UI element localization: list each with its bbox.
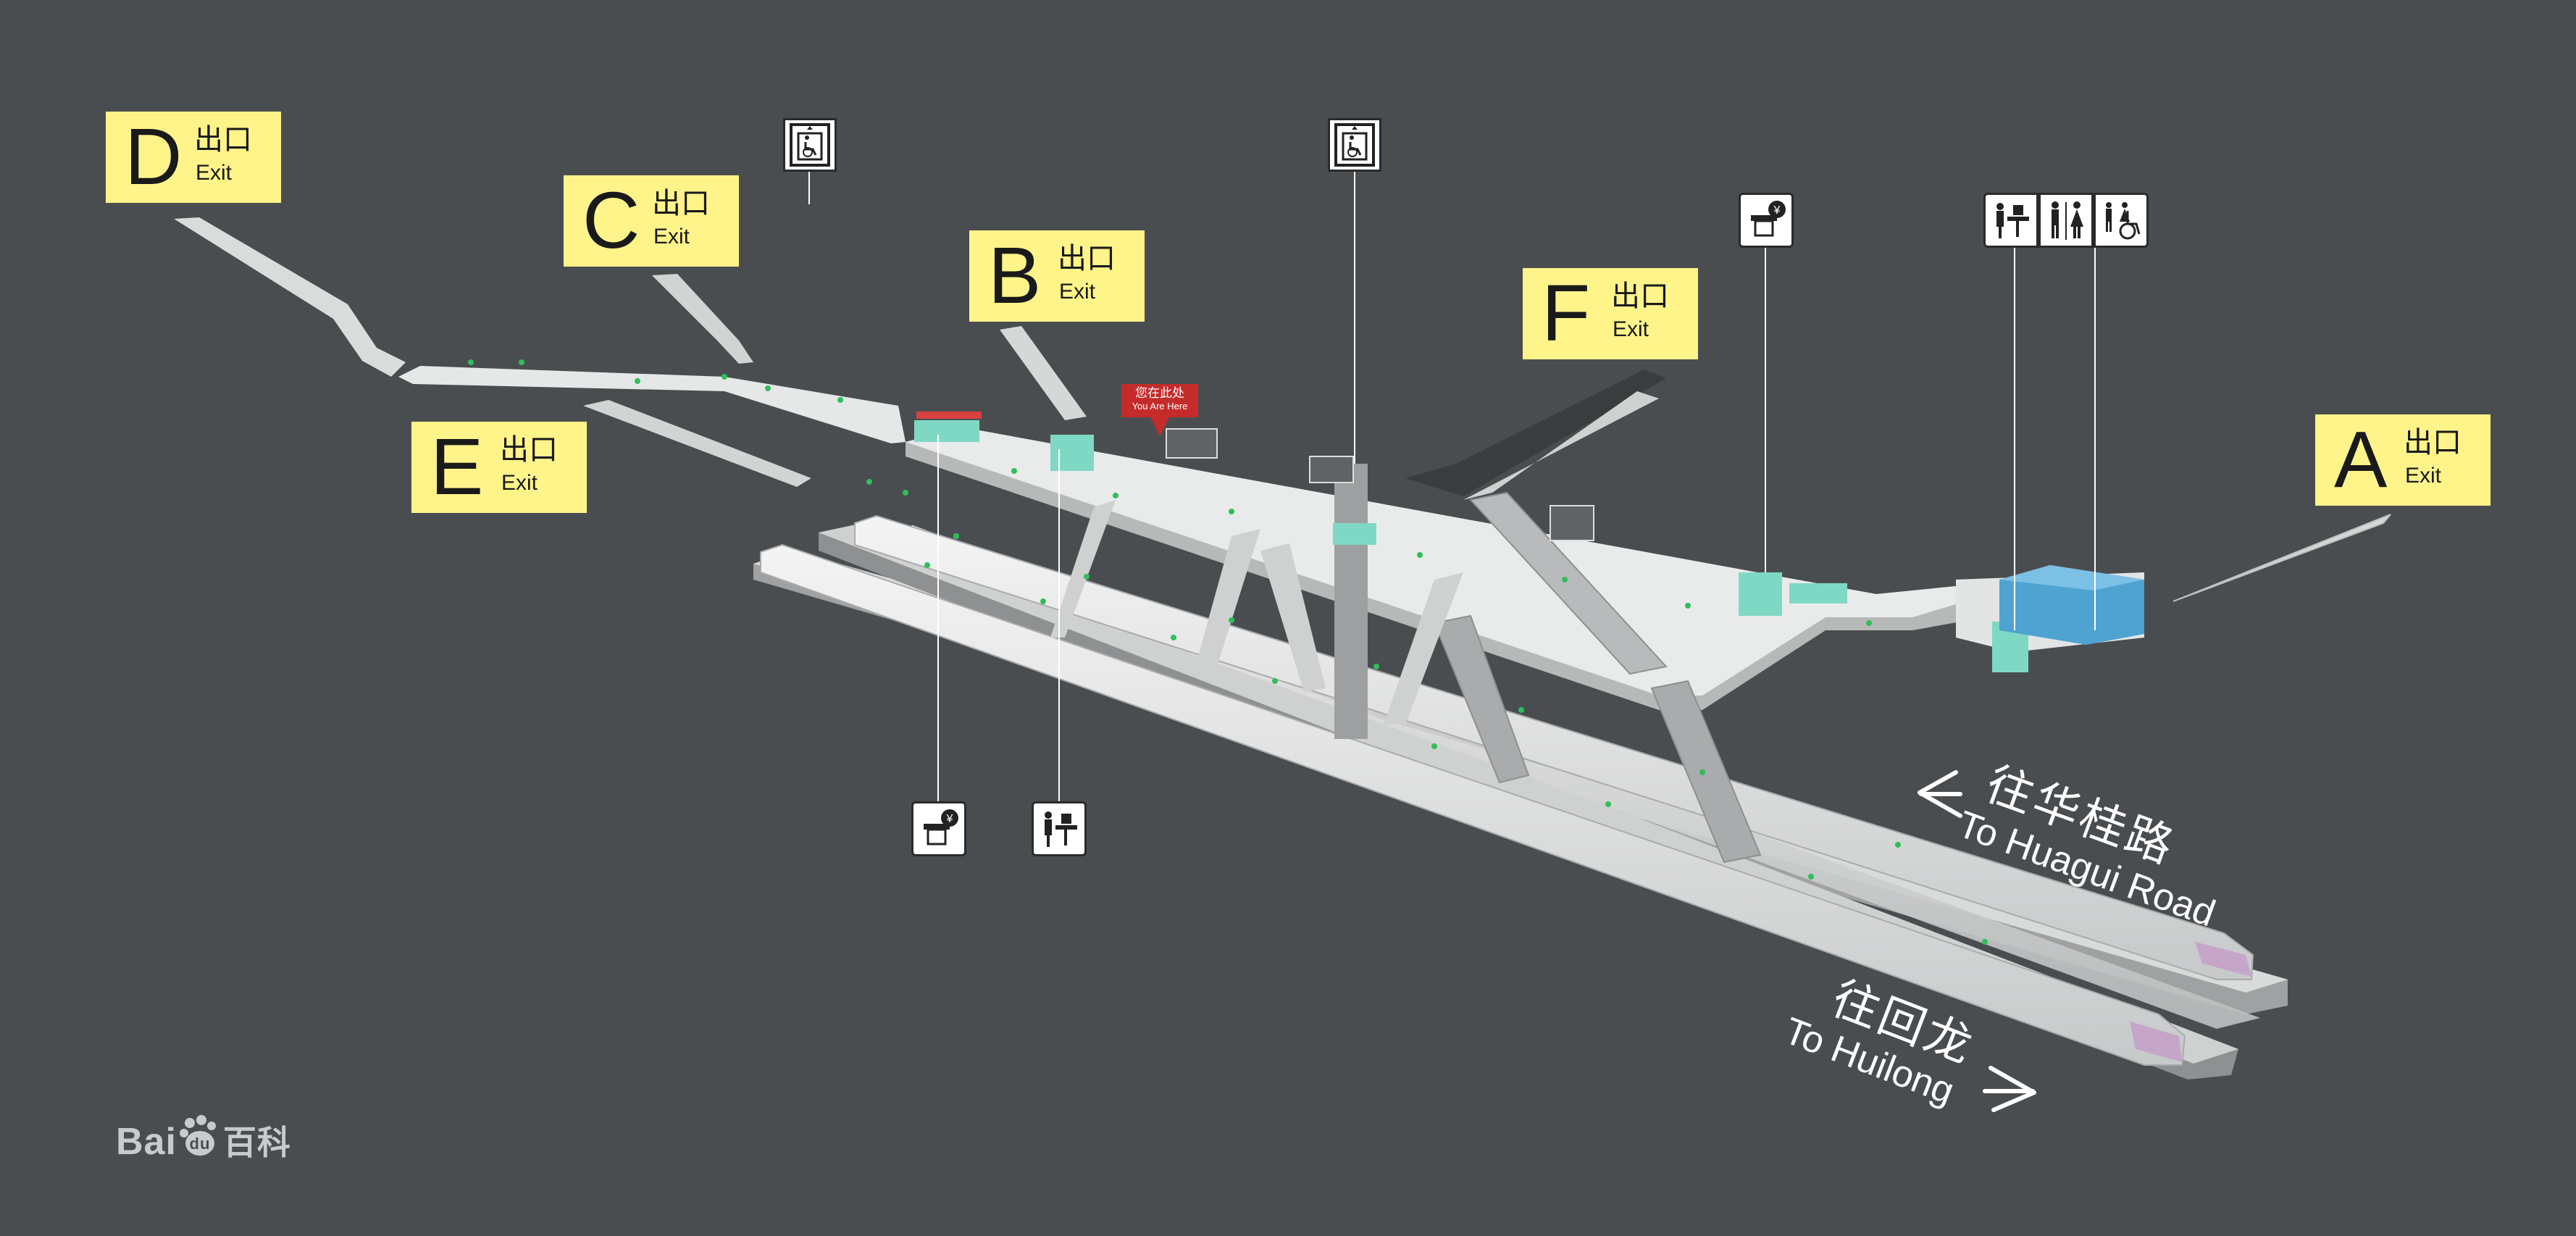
exit-label-cn: 出口 [2404,426,2462,459]
exit-label-en: Exit [1613,317,1649,341]
concourse-level [174,217,2391,864]
direction-arrow-huagui [1918,770,1962,818]
you-are-here-pointer [1150,417,1169,436]
exit-sign-a: A 出口 Exit [2315,414,2491,506]
ticket-machine-icon: ¥ [911,801,966,856]
elevator-icon [1328,118,1381,172]
fare-gates [914,420,2028,672]
exit-label-en: Exit [196,161,233,185]
service-center-icon [1032,801,1087,856]
exit-label-en: Exit [501,471,538,495]
direction-arrow-huilong [1983,1066,2036,1112]
exit-letter: D [125,112,183,201]
exit-label-en: Exit [2405,464,2442,488]
exit-sign-b: B 出口 Exit [969,230,1145,322]
leader-lines [808,170,2096,806]
ticket-machine-icon: ¥ [1739,193,1794,248]
wayfinding-arrows [468,359,1988,945]
watermark-brand-suffix: du [189,1135,210,1153]
you-are-here-cn: 您在此处 [1135,386,1184,401]
exit-letter: F [1542,269,1591,358]
toilet-icon [2038,193,2094,248]
exit-label-cn: 出口 [194,123,252,156]
exit-label-cn: 出口 [500,433,558,467]
exit-sign-c: C 出口 Exit [564,175,739,267]
exit-sign-f: F 出口 Exit [1523,268,1698,359]
exit-label-en: Exit [1059,280,1096,304]
you-are-here-marker: 您在此处 You Are Here [1121,384,1198,417]
exit-label-cn: 出口 [652,187,710,220]
train-to-huilong [760,543,2186,1066]
exit-label-en: Exit [653,225,690,249]
train-to-huagui [854,514,2254,980]
exit-label-cn: 出口 [1611,280,1669,313]
watermark-cn: 百科 [222,1123,291,1163]
exit-letter: E [430,422,484,511]
you-are-here-en: You Are Here [1132,401,1188,412]
elevator-icon [783,118,837,172]
exit-sign-e: E 出口 Exit [411,422,587,513]
service-center-icon [1983,193,2038,248]
exit-label-cn: 出口 [1058,242,1116,275]
exit-letter: C [582,176,640,265]
accessible-toilet-icon [2094,193,2149,248]
exit-letter: B [988,231,1042,320]
paw-logo-icon: du [177,1113,223,1176]
svg-text:¥: ¥ [1773,204,1781,217]
watermark-brand: Bai [116,1121,177,1164]
exit-letter: A [2334,415,2388,504]
exit-sign-d: D 出口 Exit [106,112,281,203]
restroom-block [1999,565,2144,645]
svg-text:¥: ¥ [946,813,953,825]
info-screens [1166,428,1594,541]
